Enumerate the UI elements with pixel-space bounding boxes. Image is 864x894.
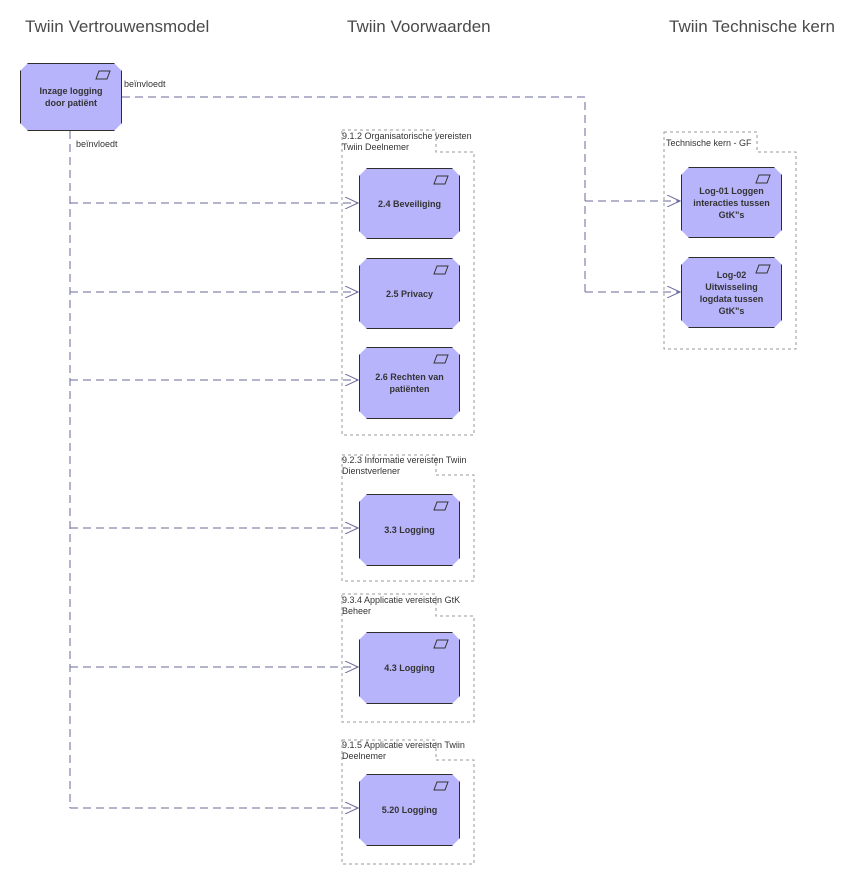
group-label-organisatorische: 9.1.2 Organisatorische vereisten Twiin D… [342,131,472,152]
requirement-icon [433,265,449,275]
requirement-icon [755,174,771,184]
requirement-icon [95,70,111,80]
group-label-informatie: 9.2.3 Informatie vereisten Twiin Dienstv… [342,455,467,476]
node-2-6-rechten[interactable]: 2.6 Rechten van patiënten [359,347,460,419]
column-title-vertrouwensmodel: Twiin Vertrouwensmodel [25,17,210,36]
node-inzage-logging[interactable]: Inzage logging door patiënt [20,63,122,131]
relation-label-down: beïnvloedt [76,139,118,149]
group-label-applicatie-deelnemer: 9.1.5 Applicatie vereisten Twiin Deelnem… [342,740,465,761]
requirement-icon [433,354,449,364]
group-frame-technische-kern [663,131,797,350]
node-label: 3.3 Logging [384,525,435,535]
node-label: 2.4 Beveiliging [377,198,442,209]
group-frame-applicatie-gtk [341,593,475,723]
group-frame-informatie [341,454,475,582]
node-label: Inzage logging door patiënt [39,86,103,108]
requirement-icon [433,639,449,649]
node-log-01[interactable]: Log-01 Loggen interacties tussen GtK"s [681,167,782,238]
node-log-02[interactable]: Log-02 Uitwisseling logdata tussen GtK"s [681,257,782,328]
node-2-5-privacy[interactable]: 2.5 Privacy [359,258,460,329]
node-label: Log-01 Loggen interacties tussen GtK"s [693,185,770,220]
group-label-technische-kern: Technische kern - GF [666,138,752,148]
node-label: Log-02 Uitwisseling logdata tussen GtK"s [699,269,764,316]
node-label: 5.20 Logging [381,805,438,815]
node-4-3-logging[interactable]: 4.3 Logging [359,632,460,704]
relation-label-right: beïnvloedt [124,79,166,89]
requirement-icon [433,501,449,511]
node-3-3-logging[interactable]: 3.3 Logging [359,494,460,566]
connector-to-technische-kern [122,96,586,292]
node-label: 2.5 Privacy [385,288,434,299]
node-label: 4.3 Logging [384,663,435,673]
group-label-applicatie-gtk: 9.3.4 Applicatie vereisten GtK Beheer [342,595,461,616]
requirement-icon [755,264,771,274]
node-label: 2.6 Rechten van patiënten [375,372,444,394]
column-title-voorwaarden: Twiin Voorwaarden [347,17,491,36]
group-frame-applicatie-deelnemer [341,739,475,865]
node-2-4-beveiliging[interactable]: 2.4 Beveiliging [359,168,460,239]
node-5-20-logging[interactable]: 5.20 Logging [359,774,460,846]
requirement-icon [433,781,449,791]
requirement-icon [433,175,449,185]
column-title-technische-kern: Twiin Technische kern [669,17,835,36]
